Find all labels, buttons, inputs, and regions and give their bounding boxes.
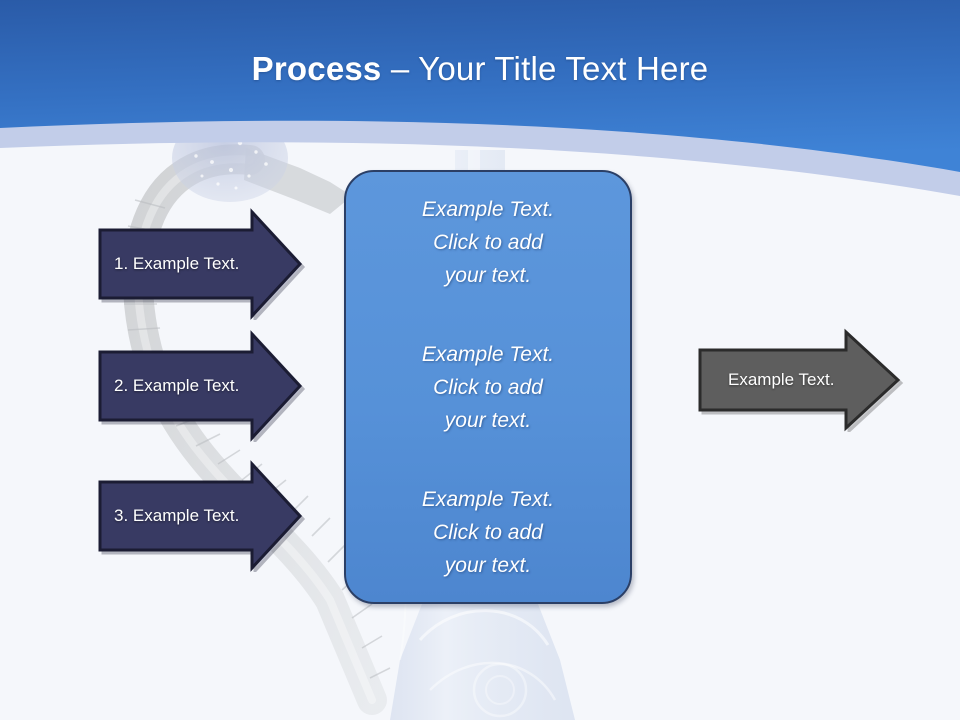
header-accent-band	[0, 0, 960, 196]
step-arrow-3-label: 3. Example Text.	[114, 506, 240, 525]
step-arrow-3[interactable]: 3. Example Text.	[94, 460, 306, 572]
panel-text-block-2: Example Text. Click to add your text.	[421, 342, 555, 432]
center-text-panel[interactable]: Example Text. Click to add your text. Ex…	[344, 170, 632, 604]
step-arrow-2[interactable]: 2. Example Text.	[94, 330, 306, 442]
page-title-strong: Process	[251, 50, 382, 87]
step-arrow-1[interactable]: 1. Example Text.	[94, 208, 306, 320]
arrow-shape-icon	[698, 328, 904, 432]
panel-text-block-1: Example Text. Click to add your text.	[421, 197, 555, 287]
arrow-shape-icon	[98, 208, 306, 320]
result-arrow[interactable]: Example Text.	[696, 328, 904, 432]
page-title-rest: – Your Title Text Here	[381, 50, 709, 87]
arrow-shape-icon	[98, 330, 306, 442]
result-arrow-label: Example Text.	[728, 370, 835, 389]
arrow-shape-icon	[98, 460, 306, 572]
step-arrow-1-label: 1. Example Text.	[114, 254, 240, 273]
step-arrow-2-label: 2. Example Text.	[114, 376, 240, 395]
page-title: Process – Your Title Text Here	[0, 48, 960, 90]
panel-text-block-3: Example Text. Click to add your text.	[421, 487, 555, 577]
